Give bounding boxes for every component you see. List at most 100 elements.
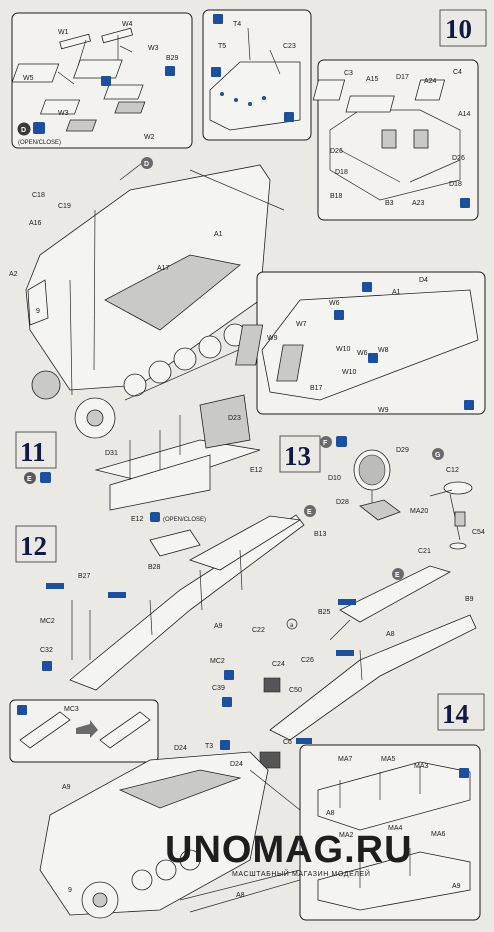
label-a8c: A8 [326,810,335,817]
label-c54: C54 [472,529,485,536]
open-close-note: (OPEN/CLOSE) [18,140,61,146]
label-a1: A1 [214,231,223,238]
svg-text:D: D [21,127,26,134]
label-c39: C39 [212,685,225,692]
step-10-box [439,9,487,47]
label-a9b: A9 [62,784,71,791]
step-13-number: 13 [284,441,311,471]
label-b3: B3 [385,200,394,207]
label-b9: B9 [465,596,474,603]
jerrycan-c24 [263,677,281,693]
label-c6: C6 [283,739,292,746]
label-a1b: A1 [392,289,401,296]
svg-text:E: E [307,509,312,516]
label-c23: C23 [283,43,296,50]
arrow-icon-f [336,436,347,447]
label-nine-a: 9 [36,308,40,315]
marker-d-hull [141,157,153,169]
svg-text:D: D [144,161,149,168]
label-c22: C22 [252,627,265,634]
label-b13: B13 [314,531,327,538]
svg-text:F: F [323,440,328,447]
label-d18b: D18 [449,181,462,188]
label-d10: D10 [328,475,341,482]
label-c3: C3 [344,70,353,77]
storage-boxes-diagram [94,394,261,511]
label-w5: W5 [23,75,34,82]
label-t3: T3 [205,743,213,750]
label-a14: A14 [458,111,471,118]
label-w7: W7 [296,321,307,328]
label-d28: D28 [336,499,349,506]
open-close-note-e12: (OPEN/CLOSE) [163,517,206,523]
label-c24: C24 [272,661,285,668]
svg-text:a: a [290,623,294,629]
label-b27: B27 [78,573,91,580]
step-10: W1 W4 W3 B29 W5 W3 W2 D (OPEN/CLOSE) T4 … [9,9,487,439]
label-mc2b: MC2 [210,658,225,665]
label-ma20: MA20 [410,508,428,515]
jerrycan-c6 [259,751,281,769]
label-a2: A2 [9,271,18,278]
roof-panel [209,61,301,131]
marker-d [17,122,31,136]
label-w4: W4 [122,21,133,28]
label-w2: W2 [144,134,155,141]
label-w6b: W6 [357,350,368,357]
step-14-box [437,693,485,731]
label-d18: D18 [335,169,348,176]
label-a17: A17 [157,265,170,272]
label-d24: D24 [174,745,187,752]
label-e12: E12 [250,467,263,474]
label-nine-b: 9 [68,887,72,894]
svg-text:G: G [435,452,441,459]
step-12-box [15,525,57,563]
marker-f [320,436,332,448]
mg-mount-diagram [429,481,473,550]
watermark: UNOMAG.RU МАСШТАБНЫЙ МАГАЗИН МОДЕЛЕЙ [165,829,413,878]
label-d31: D31 [105,450,118,457]
svg-text:E: E [27,476,32,483]
label-c50: C50 [289,687,302,694]
open-close-icon [33,122,45,134]
label-mc2: MC2 [40,618,55,625]
step-10-number: 10 [445,14,472,44]
label-d24b: D24 [230,761,243,768]
label-ma4: MA4 [388,825,403,832]
step-12-number: 12 [20,531,47,561]
label-w8: W8 [378,347,389,354]
label-b17: B17 [310,385,323,392]
marker-a [286,618,298,630]
label-ma5: MA5 [381,756,396,763]
watermark-subtitle: МАСШТАБНЫЙ МАГАЗИН МОДЕЛЕЙ [232,869,370,878]
label-a15: A15 [366,76,379,83]
searchlight-diagram [353,449,401,521]
step-14-number: 14 [442,699,469,729]
label-a16: A16 [29,220,42,227]
label-d26: D26 [330,148,343,155]
window-parts-diagram [11,27,175,132]
marker-e-small [304,505,316,517]
label-w9b: W9 [378,407,389,414]
open-close-icon-e12 [150,512,160,522]
label-e12b: E12 [131,516,144,523]
label-b29: B29 [166,55,179,62]
label-ma2: MA2 [339,832,354,839]
label-w10b: W10 [342,369,357,376]
label-d29: D29 [396,447,409,454]
label-a23: A23 [412,200,425,207]
label-ma6: MA6 [431,831,446,838]
step-12: 12 E12 (OPEN/CLOSE) E B13 B27 B28 MC2 C3… [9,505,477,769]
step-13: 13 F D29 D10 D28 G C12 MA20 C54 C21 [279,435,485,555]
label-ma7: MA7 [338,756,353,763]
label-d26b: D26 [452,155,465,162]
label-w10: W10 [336,346,351,353]
halftrack-hull-diagram [25,159,285,439]
arrow-icon [40,472,51,483]
label-c32: C32 [40,647,53,654]
watermark-title: UNOMAG.RU [165,829,413,871]
marker-g [432,448,444,460]
label-w6: W6 [329,300,340,307]
label-a9: A9 [214,623,223,630]
label-a24: A24 [424,78,437,85]
